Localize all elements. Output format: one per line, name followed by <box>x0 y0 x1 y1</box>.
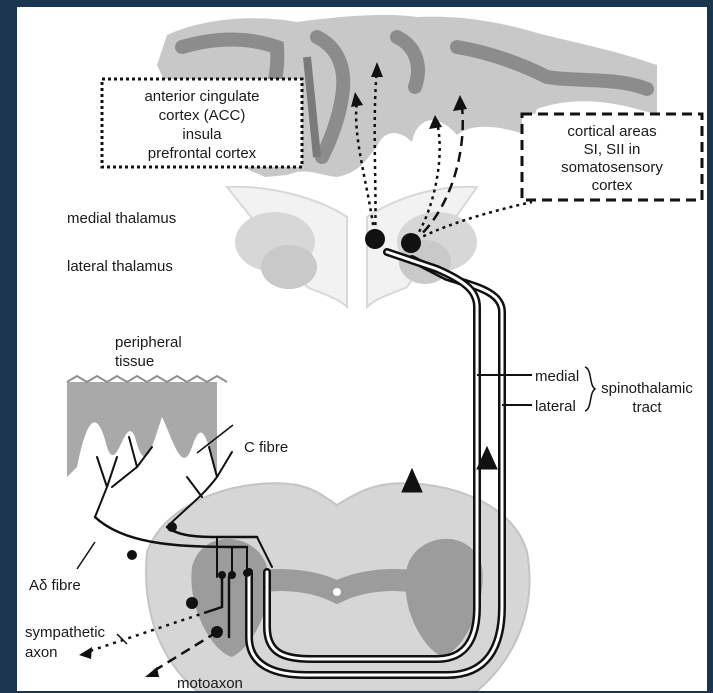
sympathetic-axon-line-1: sympathetic <box>25 624 106 641</box>
medial-label: medial <box>535 368 579 385</box>
lateral-thalamus-label: lateral thalamus <box>67 258 173 275</box>
sympathetic-axon-line-2: axon <box>25 644 58 661</box>
motoaxon-label: motoaxon <box>177 675 243 691</box>
acc-box-line-1: anterior cingulate <box>144 88 259 105</box>
spinothalamic-label-line-1: spinothalamic <box>601 380 693 397</box>
cortical-box-line-1: cortical areas <box>567 123 656 140</box>
cortical-box-line-2: SI, SII in <box>584 141 641 158</box>
cortical-box-line-4: cortex <box>592 177 633 194</box>
pain-pathway-diagram: anterior cingulate cortex (ACC) insula p… <box>17 7 707 691</box>
thalamus-region <box>227 187 477 307</box>
cortical-box-line-3: somatosensory <box>561 159 663 176</box>
peripheral-tissue <box>67 376 227 477</box>
diagram-panel: anterior cingulate cortex (ACC) insula p… <box>17 7 707 691</box>
lateral-label: lateral <box>535 398 576 415</box>
acc-box-line-2: cortex (ACC) <box>159 107 246 124</box>
c-fibre-label: C fibre <box>244 439 288 456</box>
peripheral-tissue-line-2: tissue <box>115 353 154 370</box>
medial-thalamus-label: medial thalamus <box>67 210 176 227</box>
acc-box-line-3: insula <box>182 126 222 143</box>
acc-box-line-4: prefrontal cortex <box>148 145 257 162</box>
a-delta-fibre-label: Aδ fibre <box>29 577 81 594</box>
peripheral-tissue-line-1: peripheral <box>115 334 182 351</box>
spinothalamic-label-line-2: tract <box>632 399 662 416</box>
